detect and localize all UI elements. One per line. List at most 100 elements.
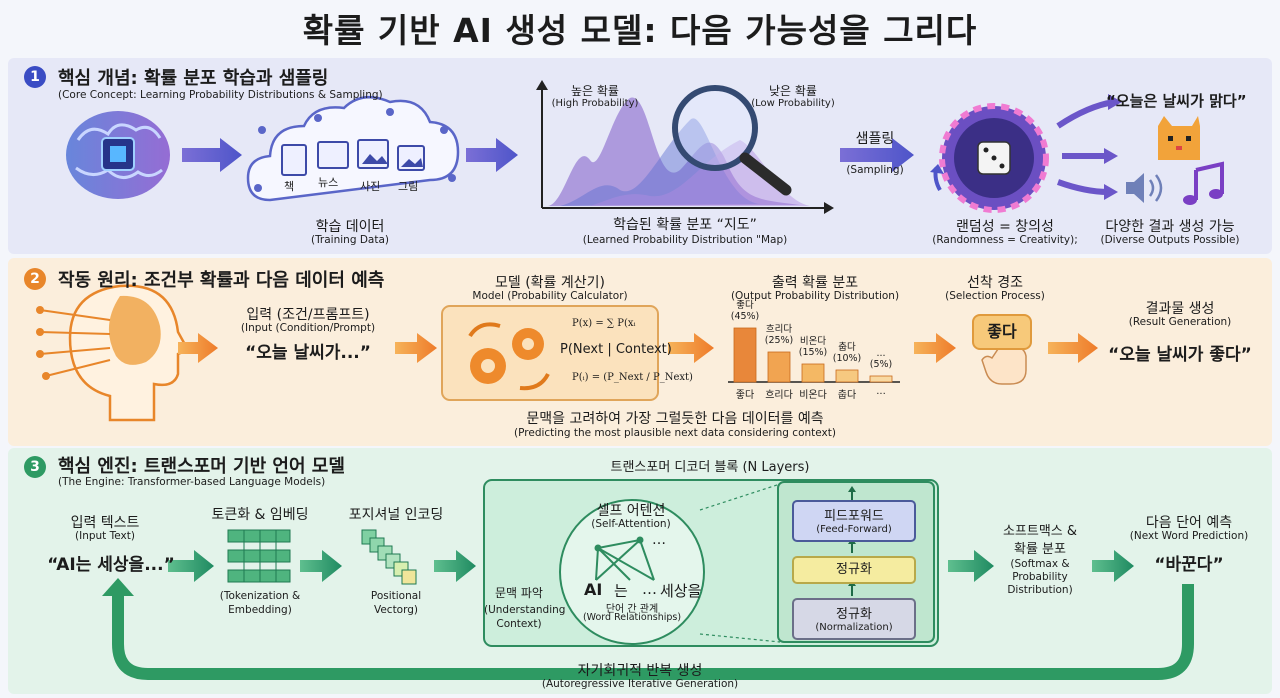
normalization-block-1: 정규화 (792, 556, 916, 584)
positional-label: 포지셔널 인코딩 (348, 507, 444, 523)
formula-1: P(x) = ∑ P(xᵢ (572, 318, 636, 329)
randomness-sub: (Randomness = Creativity); (932, 234, 1078, 246)
understand-sub-1: (Understanding (484, 604, 566, 616)
arrow-1b (466, 138, 518, 172)
bar-0 (733, 327, 757, 383)
learned-map-label: 학습된 확률 분포 “지도” (613, 217, 757, 233)
arrow-2b (395, 333, 437, 363)
next-word-label: 다음 단어 예측 (1145, 515, 1233, 531)
context-note: 문맥을 고려하여 가장 그럴듯한 다음 데이터를 예측 (526, 411, 824, 427)
result-sub: (Result Generation) (1128, 316, 1232, 328)
arrow-sampling (840, 138, 914, 172)
high-prob-label: 높은 확률 (571, 84, 619, 98)
bar-2 (801, 363, 825, 383)
normalization-sub: (Normalization) (815, 622, 893, 633)
token-ai: AI (584, 580, 603, 599)
section-1-number: 1 (24, 66, 46, 88)
attention-network (595, 539, 655, 581)
positional-vectors-icon (361, 529, 417, 585)
distribution-plot (536, 80, 834, 214)
magnifier-icon (672, 85, 792, 196)
arrow-1a (182, 138, 242, 172)
section-2-number: 2 (24, 268, 46, 290)
tokenization-sub-1: (Tokenization & (219, 590, 301, 602)
arrow-2c (668, 333, 714, 363)
softmax-sub-3: Distribution) (1007, 584, 1073, 596)
input-condition-sub: (Input (Condition/Prompt) (240, 322, 376, 334)
bar-category-label-2: 비온다 (799, 390, 827, 401)
sampling-label: 샘플링 (855, 131, 895, 147)
bar-4 (869, 375, 893, 383)
output-dist-label: 출력 확률 분포 (771, 275, 859, 291)
speaker-icon (1126, 173, 1163, 203)
arrow-3e (1092, 550, 1134, 582)
output-dist-sub: (Output Probability Distribution) (730, 290, 900, 302)
randomness-label: 랜덤성 = 창의성 (956, 219, 1054, 235)
bar-value-label-4: (5%) (869, 359, 893, 370)
model-sub: Model (Probability Calculator) (472, 290, 628, 302)
autoregressive-label: 자기회귀적 반복 생성 (577, 663, 703, 679)
bar-top-label-0: 좋다(45%) (724, 300, 766, 322)
cat-icon (1158, 116, 1200, 160)
section-3-heading: 핵심 엔진: 트랜스포머 기반 언어 모델 (58, 456, 345, 477)
arrow-3d (948, 550, 994, 582)
self-attention-label: 셀프 어텐션 (596, 503, 666, 519)
bar-category-label-4: ... (876, 386, 886, 397)
arrow-3b (300, 550, 342, 582)
input-text-quote: “AI는 세상을...” (47, 555, 175, 575)
input-condition-label: 입력 (조건/프롬프트) (246, 307, 370, 323)
bar-value-label-0: (45%) (730, 311, 760, 322)
sampling-sub: (Sampling) (846, 164, 904, 176)
self-attention-circle (559, 499, 705, 645)
high-prob-sub: (High Probability) (551, 98, 639, 109)
softmax-sub-2: Probability (1012, 571, 1068, 583)
training-data-sub: (Training Data) (310, 234, 390, 246)
bar-category-label-1: 흐리다 (765, 390, 793, 401)
training-data-label: 학습 데이터 (315, 219, 385, 235)
bar-top-label-3: 춥다(10%) (826, 342, 868, 364)
bar-category-label-0: 좋다 (735, 390, 755, 401)
normalization-block-2: 정규화 (Normalization) (792, 598, 916, 640)
softmax-label-1: 소프트맥스 & (1002, 524, 1078, 539)
diverse-outputs-label: 다양한 결과 생성 가능 (1105, 219, 1235, 235)
tokenization-label: 토큰화 & 임베딩 (211, 507, 309, 523)
music-note-icon (1183, 161, 1224, 205)
softmax-sub-1: (Softmax & (1010, 558, 1070, 570)
feed-forward-label: 피드포워드 (824, 509, 884, 524)
next-word-quote: “바꾼다” (1154, 555, 1224, 575)
understand-sub-2: Context) (496, 618, 542, 630)
bar-top-category-4: ... (876, 348, 886, 359)
section-1-heading: 핵심 개념: 확률 분포 학습과 샘플링 (58, 68, 329, 89)
bar-top-category-2: 비온다 (799, 336, 827, 347)
section-3-subheading: (The Engine: Transformer-based Language … (58, 476, 326, 488)
section-3-number: 3 (24, 456, 46, 478)
self-attention-sub: (Self-Attention) (591, 518, 671, 530)
data-item-photo: 사진 (360, 180, 381, 193)
token-ellipsis: … (642, 580, 657, 598)
softmax-label-2: 확률 분포 (1014, 542, 1066, 557)
bar-top-label-1: 흐리다(25%) (758, 324, 800, 346)
diverse-outputs-sub: (Diverse Outputs Possible) (1100, 234, 1240, 246)
data-item-news: 뉴스 (318, 176, 339, 189)
roulette-wheel-icon (930, 103, 1049, 213)
next-word-sub: (Next Word Prediction) (1129, 530, 1249, 542)
arrow-2a (178, 333, 218, 363)
selected-word-button[interactable]: 좋다 (972, 314, 1032, 350)
gears-icon (468, 322, 550, 391)
input-text-label: 입력 텍스트 (70, 515, 140, 531)
arrow-2d (914, 333, 956, 363)
result-quote: “오늘 날씨가 좋다” (1108, 345, 1252, 365)
section-2-heading: 작동 원리: 조건부 확률과 다음 데이터 예측 (58, 270, 385, 291)
bar-top-category-0: 좋다 (736, 300, 754, 311)
autoregressive-loop (112, 584, 1194, 680)
positional-sub-1: Positional (370, 590, 422, 602)
formula-2: P(ᵢ) = (P_Next / P_Next) (572, 372, 693, 383)
head-network-icon (36, 284, 190, 422)
understand-label: 문맥 파악 (495, 586, 543, 600)
selection-label: 선착 경조 (967, 275, 1023, 291)
decoder-label: 트랜스포머 디코더 블록 (N Layers) (610, 460, 810, 475)
model-label: 모델 (확률 계산기) (495, 275, 605, 291)
selection-sub: (Selection Process) (945, 290, 1045, 302)
bar-3 (835, 369, 859, 383)
